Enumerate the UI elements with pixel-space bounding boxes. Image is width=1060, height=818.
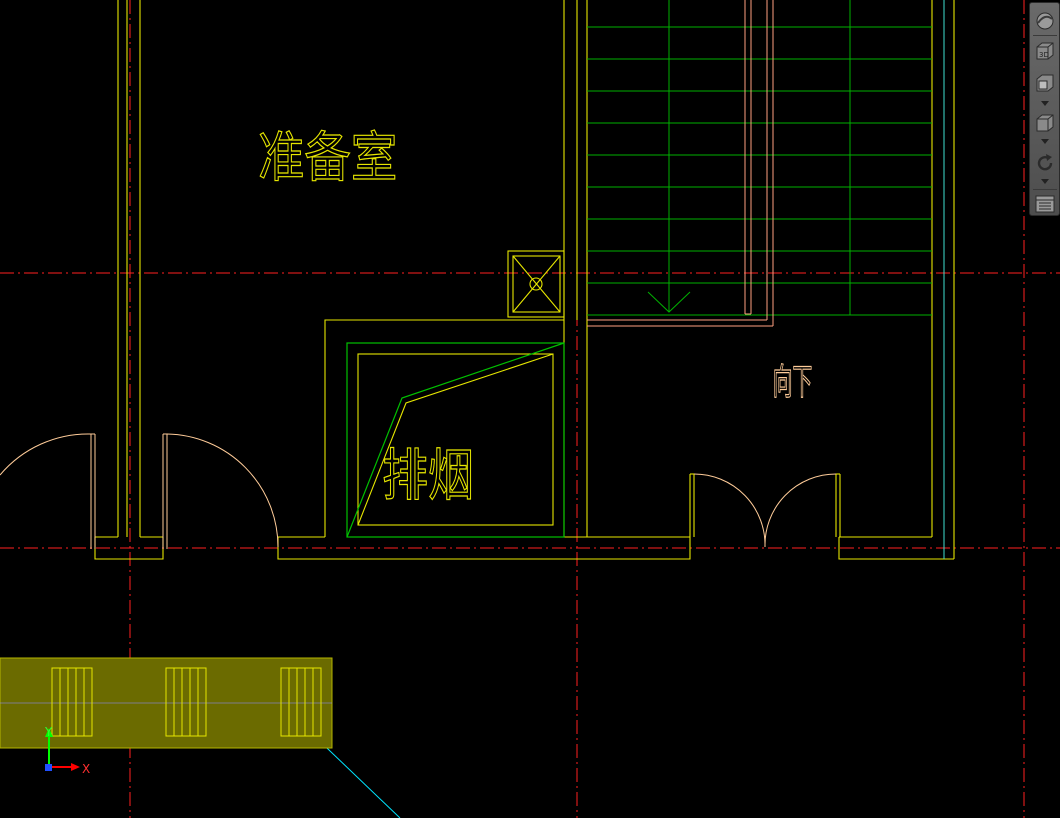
smoke-exhaust-label: 排烟	[382, 444, 474, 510]
steering-wheel-icon[interactable]	[1033, 9, 1057, 33]
stair-down-label: 向下	[773, 361, 813, 403]
selected-block[interactable]	[0, 657, 333, 749]
doors	[0, 433, 837, 549]
ucs-y-label: Y	[44, 725, 53, 739]
room-labels: 准备室 排烟 向下	[257, 125, 813, 510]
ucs-x-label: X	[82, 762, 90, 776]
orbit-view-icon[interactable]	[1033, 111, 1057, 135]
3d-view-icon[interactable]: 3D	[1033, 39, 1057, 63]
pan-view-icon[interactable]	[1033, 71, 1057, 95]
stair	[587, 0, 932, 316]
rotate-icon[interactable]	[1033, 151, 1057, 175]
smoke-shaft	[346, 342, 565, 538]
ucs-icon: X Y	[44, 725, 90, 776]
view-manager-icon[interactable]	[1033, 192, 1057, 216]
navigation-bar: 3D	[1029, 2, 1060, 216]
railing	[587, 0, 774, 327]
chevron-down-icon[interactable]	[1033, 99, 1057, 109]
chevron-down-icon[interactable]	[1033, 137, 1057, 147]
svg-text:3D: 3D	[1039, 51, 1049, 59]
chevron-down-icon[interactable]	[1033, 177, 1057, 187]
prep-room-label: 准备室	[258, 126, 397, 189]
